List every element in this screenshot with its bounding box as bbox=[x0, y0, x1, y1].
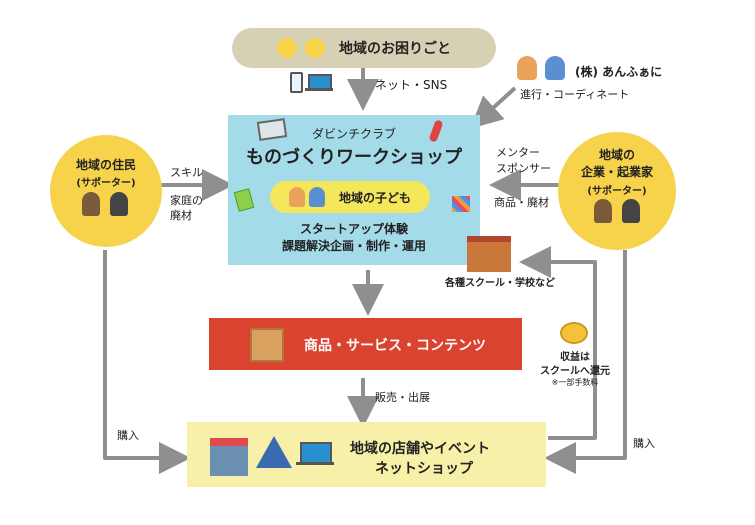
business-title1: 地域の bbox=[598, 148, 635, 162]
pencils-icon bbox=[452, 196, 470, 212]
tent-icon bbox=[256, 436, 292, 468]
business-title2: 企業・起業家 bbox=[580, 165, 653, 179]
purchase-left-label: 購入 bbox=[117, 429, 139, 442]
box-icon bbox=[250, 328, 284, 362]
man-avatar-icon bbox=[545, 56, 565, 80]
woman-avatar-icon bbox=[517, 56, 537, 80]
skill-label: スキル bbox=[170, 166, 203, 179]
children-label: 地域の子ども bbox=[338, 190, 411, 205]
arrow-revenue-return bbox=[519, 246, 597, 440]
laptop-base bbox=[305, 88, 333, 91]
goods-label: 商品・廃材 bbox=[494, 196, 549, 209]
arrow-company-to-workshop bbox=[470, 86, 517, 129]
store-icon bbox=[210, 438, 248, 476]
laptop-icon bbox=[300, 442, 332, 464]
schools-label: 各種スクール・学校など bbox=[445, 278, 555, 289]
company-role: 進行・コーディネート bbox=[520, 88, 630, 101]
net-sns-label: ネット・SNS bbox=[375, 78, 448, 92]
business-subtitle: (サポーター) bbox=[587, 186, 647, 197]
arrow-company-purchase bbox=[544, 250, 627, 474]
child-avatar-icon bbox=[308, 187, 325, 207]
children-pill: 地域の子ども bbox=[270, 181, 430, 213]
sponsor-label: スポンサー bbox=[496, 162, 551, 175]
company-name: (株) あんふぁに bbox=[575, 65, 663, 79]
coins-icon bbox=[560, 322, 588, 344]
phone-icon bbox=[290, 72, 303, 93]
child-avatar-icon bbox=[288, 187, 305, 207]
problem-label: 地域のお困りごと bbox=[339, 41, 451, 57]
workshop-sublabel: ダビンチクラブ bbox=[311, 127, 396, 141]
workshop-line1: スタートアップ体験 bbox=[299, 222, 408, 236]
store-line2: ネットショップ bbox=[375, 461, 473, 477]
laptop-base bbox=[296, 462, 334, 465]
revenue-note: ※一部手数料 bbox=[551, 378, 599, 387]
woman-avatar-icon bbox=[82, 192, 100, 216]
workshop-line2: 課題解決企画・制作・運用 bbox=[281, 239, 426, 253]
workshop-title: ものづくりワークショップ bbox=[246, 147, 462, 168]
man-avatar-icon bbox=[622, 199, 640, 223]
sales-label: 販売・出展 bbox=[375, 391, 430, 404]
resident-subtitle: (サポーター) bbox=[76, 178, 136, 189]
business-circle bbox=[558, 132, 676, 250]
product-label: 商品・サービス・コンテンツ bbox=[304, 338, 486, 354]
worried-face-icon bbox=[277, 38, 297, 58]
worried-face-icon bbox=[305, 38, 325, 58]
mentor-label: メンター bbox=[496, 146, 540, 159]
purchase-right-label: 購入 bbox=[633, 437, 655, 450]
resident-circle bbox=[50, 135, 162, 247]
revenue-line2: スクールへ還元 bbox=[540, 366, 610, 377]
problem-pill: 地域のお困りごと bbox=[232, 28, 496, 68]
man-avatar-icon bbox=[110, 192, 128, 216]
school-icon bbox=[467, 236, 511, 272]
arrow-resident-purchase bbox=[103, 250, 191, 474]
resident-title: 地域の住民 bbox=[75, 158, 136, 172]
materials-label: 家庭の 廃材 bbox=[170, 194, 203, 222]
store-line1: 地域の店舗やイベント bbox=[350, 441, 490, 457]
woman-avatar-icon bbox=[594, 199, 612, 223]
revenue-line1: 収益は bbox=[560, 352, 590, 363]
